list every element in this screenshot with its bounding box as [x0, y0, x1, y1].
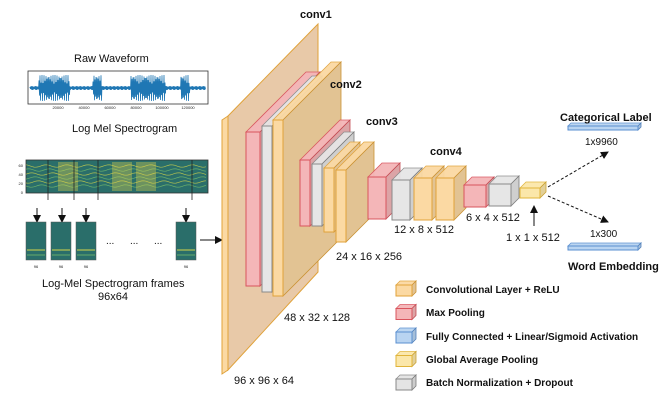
dashed-arrow-word — [547, 195, 609, 223]
conv4-label: conv4 — [430, 146, 462, 158]
spectrogram-highlight-2 — [136, 162, 156, 191]
legend-label-conv: Convolutional Layer + ReLU — [426, 285, 560, 296]
frames-caption-line2: 96x64 — [98, 291, 128, 303]
legend-swatch-4-front — [395, 378, 413, 391]
conv3-label: conv3 — [366, 116, 398, 128]
waveform-tick-3: 80000 — [130, 105, 142, 110]
final-maxpool-block-front — [463, 184, 487, 208]
waveform-tick-0: 20000 — [52, 105, 64, 110]
conv2-bn-block-front — [261, 125, 273, 293]
legend-swatch-3-front — [395, 355, 413, 367]
legend-swatch-1 — [395, 303, 417, 321]
legend-swatch-0 — [395, 280, 417, 297]
frame-thumb-tick-1: 96 — [59, 264, 64, 269]
conv3-conv-block-b — [335, 141, 375, 243]
conv4-conv-block-a-front — [413, 177, 433, 221]
dim-12x8x512: 12 x 8 x 512 — [394, 224, 454, 236]
word-fc-bar — [567, 242, 642, 251]
waveform-tick-4: 100000 — [155, 105, 169, 110]
conv2-maxpool-block-front — [245, 131, 261, 287]
word-fc-bar-front — [567, 245, 639, 251]
spectrogram-band-3 — [25, 172, 207, 176]
spectrogram-band-1 — [25, 180, 207, 184]
legend-swatch-2 — [395, 327, 417, 344]
spectrogram-ytick-0: 60 — [19, 163, 24, 168]
categorical-label-title: Categorical Label — [560, 112, 652, 124]
legend-swatch-3 — [395, 350, 417, 368]
frame-thumb-0 — [25, 221, 47, 261]
frames-ellipsis-3: ... — [154, 236, 163, 247]
frame-thumb-tick-0: 96 — [34, 264, 39, 269]
conv3-conv-block-a-front — [323, 167, 335, 233]
frame-thumb-1 — [50, 221, 72, 261]
raw-waveform-title: Raw Waveform — [74, 53, 149, 65]
waveform-signal — [29, 74, 206, 102]
conv4-conv-block-b-front — [435, 177, 455, 221]
frames-caption-line1: Log-Mel Spectrogram frames — [42, 278, 185, 290]
dim-1x1x512: 1 x 1 x 512 — [506, 232, 560, 244]
spectrogram-highlight-0 — [58, 162, 78, 191]
legend-swatch-2-front — [395, 331, 413, 344]
waveform-tick-5: 120000 — [181, 105, 195, 110]
legend-swatch-4 — [395, 374, 417, 391]
word-dim: 1x300 — [590, 229, 618, 240]
spectrogram-band-2 — [25, 176, 207, 180]
spectrogram-ytick-1: 40 — [19, 172, 24, 177]
frame-thumb-tick-2: 96 — [84, 264, 89, 269]
frame-thumb-3 — [175, 221, 197, 261]
spectrogram-band-0 — [25, 184, 207, 188]
dim-6x4x512: 6 x 4 x 512 — [466, 212, 520, 224]
conv1-label: conv1 — [300, 9, 332, 21]
dim-96x96x64: 96 x 96 x 64 — [234, 375, 294, 387]
final-bn-block — [488, 175, 520, 207]
legend-label-bn: Batch Normalization + Dropout — [426, 378, 573, 389]
categorical-fc-bar — [567, 122, 642, 131]
gap-block — [519, 181, 547, 199]
conv2-conv-block-front — [272, 119, 284, 297]
legend-swatch-1-front — [395, 308, 413, 320]
final-bn-block-front — [488, 183, 512, 207]
conv4-maxpool-block-front — [367, 176, 387, 220]
spectrogram-band-5 — [25, 164, 207, 168]
spectrogram-band-4 — [25, 168, 207, 172]
conv3-maxpool-block-front — [299, 159, 311, 227]
conv1-plane-front — [221, 115, 229, 375]
legend-label-maxpool: Max Pooling — [426, 308, 485, 319]
spectrogram-ytick-2: 20 — [19, 181, 24, 186]
frame-thumb-tick-3: 96 — [184, 264, 189, 269]
legend-swatch-0-front — [395, 284, 413, 297]
categorical-fc-bar-front — [567, 125, 639, 131]
gap-block-front — [519, 187, 541, 199]
spectrogram-highlight-1 — [112, 162, 132, 191]
dim-24x16x256: 24 x 16 x 256 — [336, 251, 403, 263]
frames-ellipsis-1: ... — [106, 236, 115, 247]
conv3-bn-block-front — [311, 163, 323, 227]
conv2-label: conv2 — [330, 79, 362, 91]
word-embedding-title: Word Embedding — [568, 261, 659, 273]
frames-ellipsis-2: ... — [130, 236, 139, 247]
spectrogram-ytick-3: 0 — [21, 190, 24, 195]
categorical-dim: 1x9960 — [585, 137, 618, 148]
waveform-tick-2: 60000 — [104, 105, 116, 110]
log-mel-title: Log Mel Spectrogram — [72, 123, 178, 135]
waveform-tick-1: 40000 — [78, 105, 90, 110]
dashed-arrow-categorical — [547, 151, 609, 188]
conv4-conv-block-b — [435, 165, 467, 221]
conv3-conv-block-b-front — [335, 169, 347, 243]
conv4-bn-block-front — [391, 179, 411, 221]
legend-label-fc: Fully Connected + Linear/Sigmoid Activat… — [426, 332, 639, 343]
dim-48x32x128: 48 x 32 x 128 — [284, 312, 351, 324]
frame-thumb-2 — [75, 221, 97, 261]
legend-label-gap: Global Average Pooling — [426, 355, 539, 366]
